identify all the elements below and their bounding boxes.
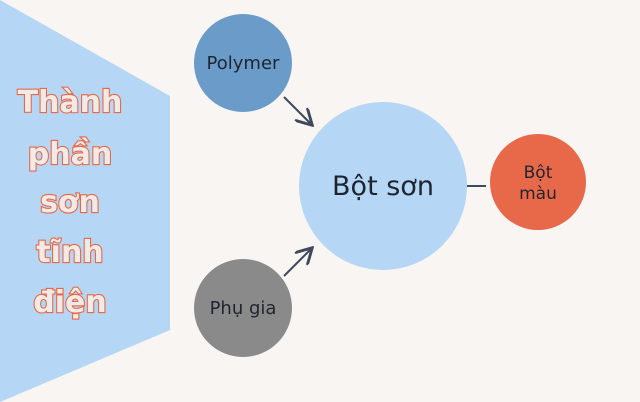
title-line-2: phần xyxy=(28,137,112,172)
node-phu-gia-label: Phụ gia xyxy=(210,298,277,319)
node-bot-mau-circle xyxy=(490,134,586,230)
node-bot-mau: Bột màu xyxy=(490,134,586,230)
node-phu-gia-circle xyxy=(194,259,292,357)
node-bot-son-label: Bột sơn xyxy=(332,171,434,202)
node-polymer-circle xyxy=(194,14,292,112)
arrow-phu-gia-to-bot-son xyxy=(283,249,311,277)
node-polymer-label: Polymer xyxy=(207,53,280,74)
node-bot-son: Bột sơn xyxy=(299,102,467,270)
node-bot-mau-label-line-2: màu xyxy=(519,184,557,204)
node-bot-son-circle xyxy=(299,102,467,270)
title-line-3: sơn xyxy=(40,185,100,220)
title-line-1: Thành xyxy=(18,85,123,120)
node-polymer: Polymer xyxy=(194,14,292,112)
title-line-5: điện xyxy=(33,285,106,320)
title-line-4: tĩnh xyxy=(36,235,103,270)
node-bot-mau-label-line-1: Bột xyxy=(524,163,553,183)
node-phu-gia: Phụ gia xyxy=(194,259,292,357)
arrow-polymer-to-bot-son xyxy=(283,96,311,124)
title-panel xyxy=(0,0,170,402)
